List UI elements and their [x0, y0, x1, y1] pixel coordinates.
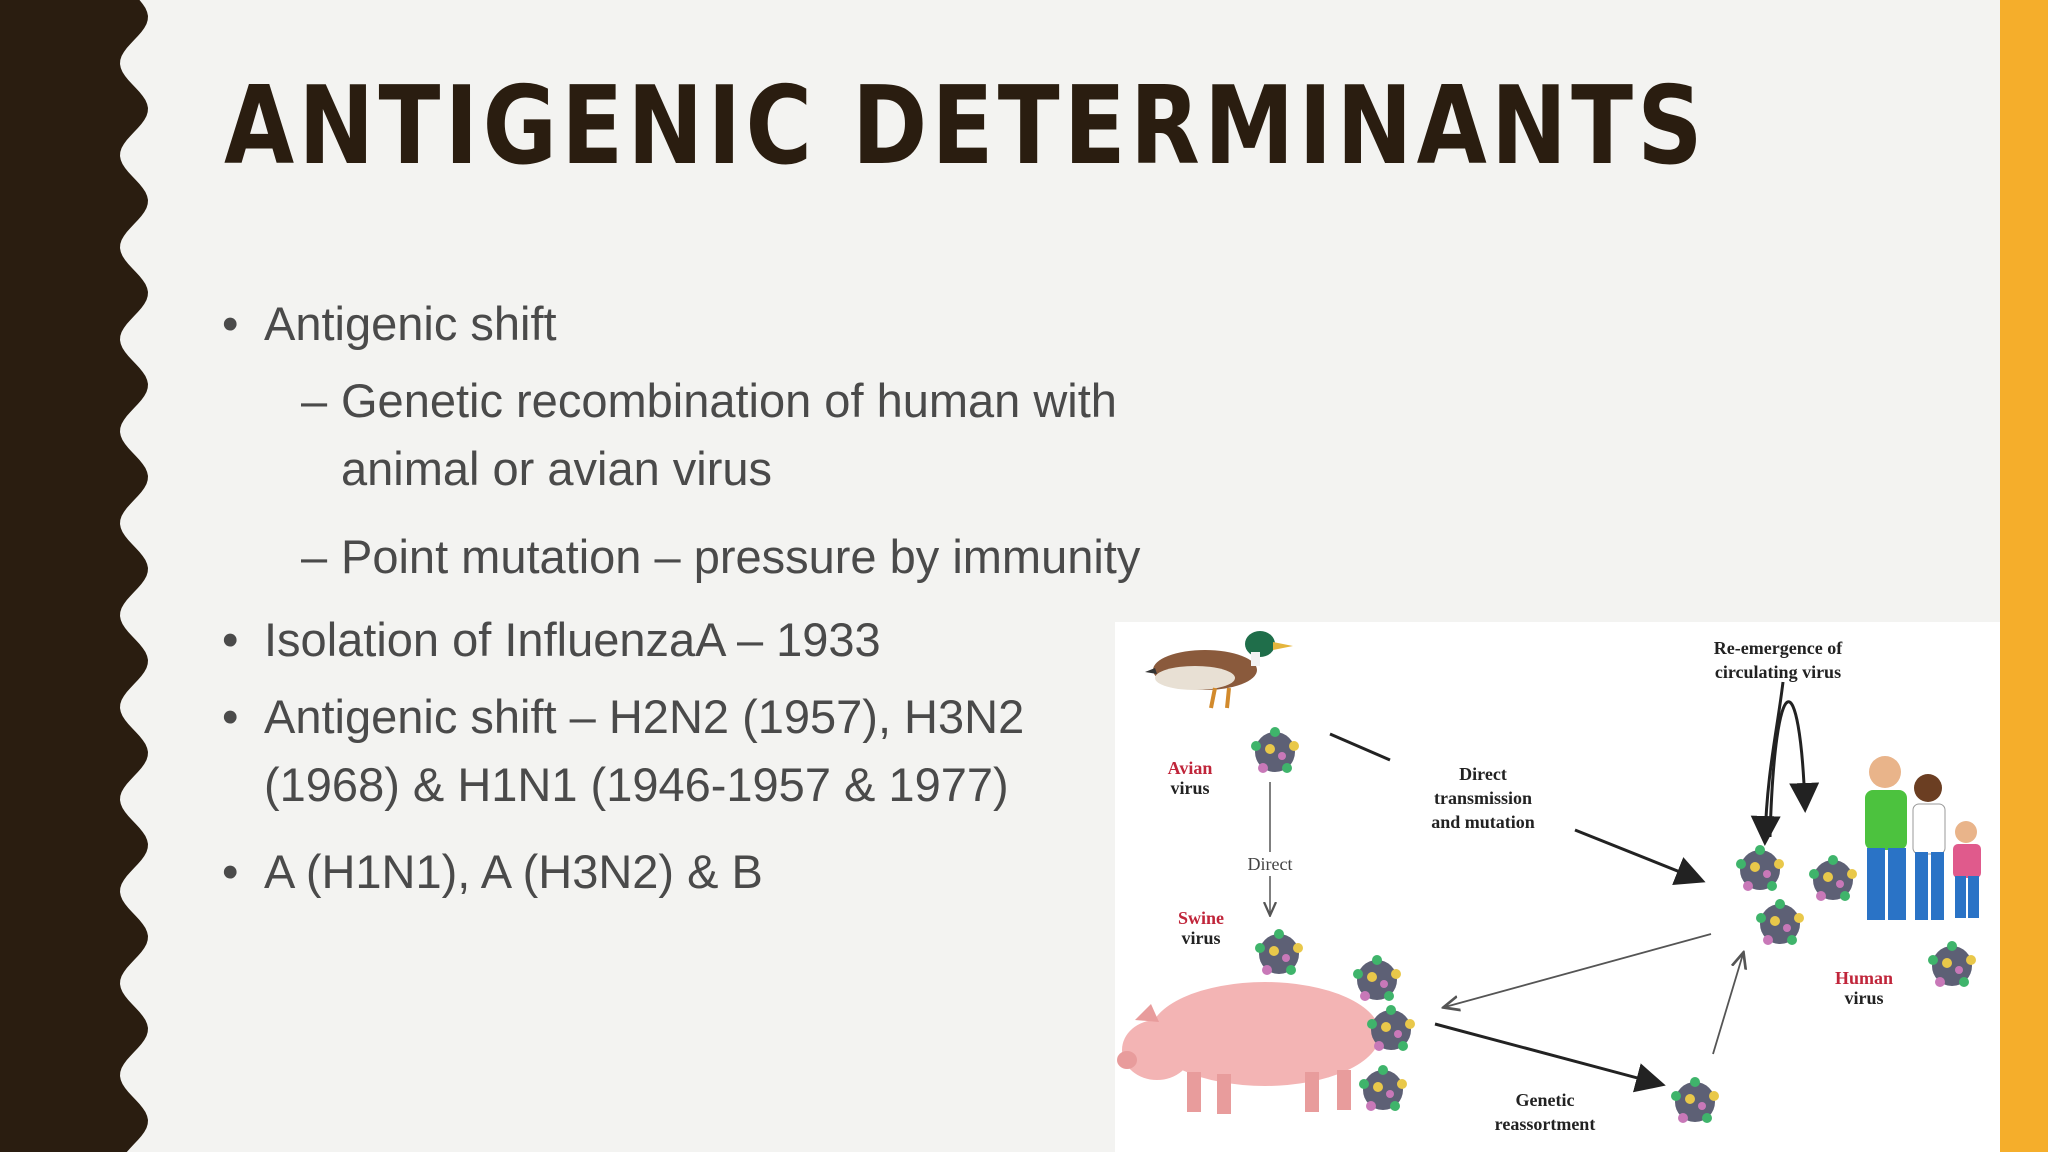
bullet-text: (1968) & H1N1 (1946-1957 & 1977): [264, 758, 1009, 811]
human-family-illustration: [1865, 756, 1981, 920]
direct-transmission-line3: and mutation: [1431, 812, 1535, 832]
bullet-current-strains: • A (H1N1), A (H3N2) & B: [222, 838, 763, 906]
left-wavy-band: [0, 0, 148, 1152]
bullet-text: Antigenic shift: [264, 297, 557, 350]
bullet-marker: •: [222, 613, 239, 666]
slide-title: ANTIGENIC DETERMINANTS: [224, 64, 1707, 189]
duck-illustration: [1145, 631, 1293, 709]
bullet-isolation: • Isolation of InfluenzaA – 1933: [222, 606, 881, 674]
swine-label-line1: Swine: [1178, 908, 1224, 928]
bullet-continuation: (1968) & H1N1 (1946-1957 & 1977): [264, 751, 1009, 819]
sub-bullet-text: Point mutation – pressure by immunity: [341, 530, 1141, 583]
influenza-transmission-diagram: Avian virus Direct Swine virus Direct tr…: [1115, 622, 2000, 1152]
human-label-line2: virus: [1844, 988, 1883, 1008]
bullet-text: Isolation of InfluenzaA – 1933: [264, 613, 881, 666]
sub-bullet-marker: –: [301, 530, 328, 583]
sub-bullet-text: Genetic recombination of human with: [341, 374, 1117, 427]
sub-bullet-continuation: animal or avian virus: [341, 435, 772, 503]
sub-bullet-genetic-recombination: – Genetic recombination of human with: [301, 367, 1117, 435]
direct-transmission-line2: transmission: [1434, 788, 1532, 808]
transmission-arrows: [1270, 681, 1820, 1093]
bullet-marker: •: [222, 297, 239, 350]
bullet-text: A (H1N1), A (H3N2) & B: [264, 845, 763, 898]
direct-label: Direct: [1248, 854, 1293, 874]
genetic-reassortment-line1: Genetic: [1516, 1090, 1575, 1110]
bullet-marker: •: [222, 690, 239, 743]
bullet-text: Antigenic shift – H2N2 (1957), H3N2: [264, 690, 1025, 743]
bullet-marker: •: [222, 845, 239, 898]
avian-label-line1: Avian: [1168, 758, 1213, 778]
direct-transmission-line1: Direct: [1459, 764, 1507, 784]
bullet-antigenic-shift: • Antigenic shift: [222, 290, 557, 358]
human-label-line1: Human: [1835, 968, 1893, 988]
reemergence-line2: circulating virus: [1715, 662, 1841, 682]
swine-label-line2: virus: [1181, 928, 1220, 948]
sub-bullet-text: animal or avian virus: [341, 442, 773, 495]
genetic-reassortment-line2: reassortment: [1495, 1114, 1596, 1134]
virus-particles: [1251, 727, 1976, 1123]
sub-bullet-marker: –: [301, 374, 328, 427]
sub-bullet-point-mutation: – Point mutation – pressure by immunity: [301, 523, 1141, 591]
avian-label-line2: virus: [1170, 778, 1209, 798]
pig-illustration: [1117, 982, 1389, 1114]
reemergence-line1: Re-emergence of: [1714, 638, 1843, 658]
right-accent-bar: [2000, 0, 2048, 1152]
bullet-antigenic-shift-history: • Antigenic shift – H2N2 (1957), H3N2: [222, 683, 1025, 751]
